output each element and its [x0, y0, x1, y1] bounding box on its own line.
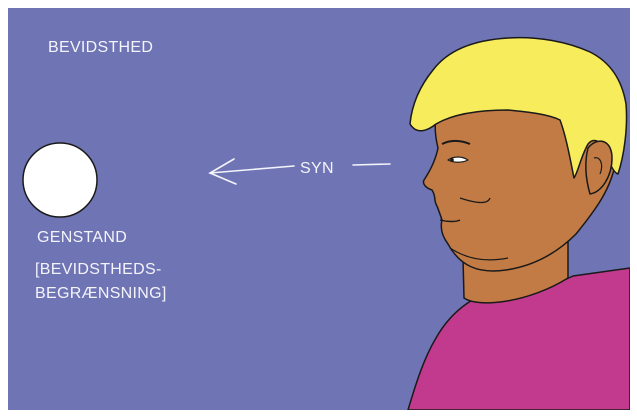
object-circle-icon: [23, 143, 97, 217]
diagram-graphics: [8, 8, 630, 410]
diagram-title: BEVIDSTHED: [48, 37, 153, 59]
limitation-note-line-2: BEGRÆNSNING]: [35, 282, 167, 306]
object-label: GENSTAND: [37, 227, 127, 249]
sight-arrow-icon: [210, 159, 294, 184]
limitation-note: [BEVIDSTHEDS- BEGRÆNSNING]: [35, 258, 167, 306]
diagram-panel: BEVIDSTHED SYN GENSTAND [BEVIDSTHEDS- BE…: [8, 8, 630, 410]
sight-line: [353, 164, 390, 165]
limitation-note-line-1: [BEVIDSTHEDS-: [35, 258, 167, 282]
person-profile-icon: [408, 38, 630, 410]
sight-label: SYN: [300, 158, 334, 180]
